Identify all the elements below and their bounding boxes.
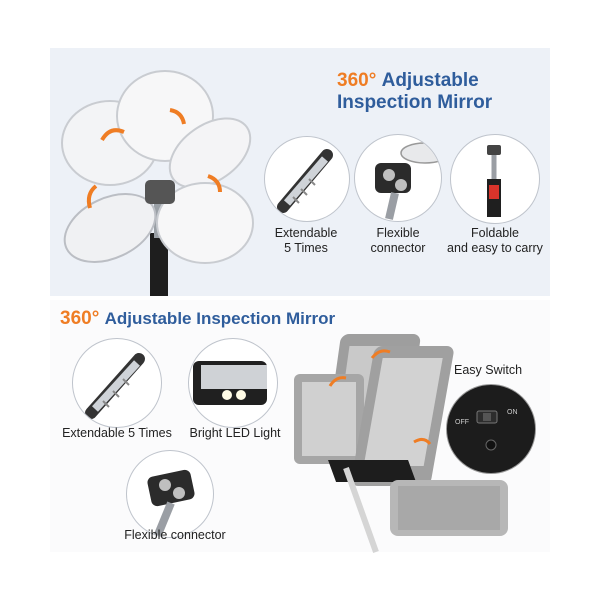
connector-icon: [375, 142, 441, 220]
folded-rod-icon: [487, 145, 501, 217]
top-title-accent: 360°: [337, 70, 377, 91]
telescoping-rod-icon: [277, 149, 333, 213]
switch-caption: Easy Switch: [454, 363, 523, 377]
bottom-title-accent: 360°: [60, 308, 100, 329]
led-light-icon: [193, 361, 267, 405]
telescoping-rod-icon: [85, 353, 145, 419]
power-switch-icon: [476, 410, 498, 451]
feature-circle-foldable: [450, 134, 540, 224]
feature-circle-extendable: [264, 136, 350, 222]
top-title-line2: Inspection Mirror: [337, 92, 493, 113]
rotating-mirrors-illustration: [61, 70, 254, 296]
bottom-caption-connector: Flexible connector: [124, 528, 226, 542]
connector-icon: [147, 469, 195, 537]
top-caption-extendable: Extendable 5 Times: [274, 226, 338, 255]
top-caption-connector: Flexible connector: [370, 226, 426, 255]
top-caption-foldable: Foldable and easy to carry: [447, 226, 543, 255]
bottom-caption-extendable: Extendable 5 Times: [62, 426, 172, 440]
feature-circle-led: [188, 338, 278, 428]
switch-on-label: ON: [507, 409, 518, 416]
bottom-title: 360° Adjustable Inspection Mirror: [60, 308, 335, 330]
bottom-title-rest: Adjustable Inspection Mirror: [104, 309, 336, 328]
switch-off-label: OFF: [455, 419, 469, 426]
top-title: 360° Adjustable Inspection Mirror: [337, 70, 492, 114]
feature-circle-connector: [354, 134, 442, 222]
folding-mirror-illustration: [294, 334, 508, 554]
bottom-caption-led: Bright LED Light: [189, 426, 281, 440]
top-title-line1: Adjustable: [381, 70, 479, 91]
switch-callout-circle: OFF ON: [446, 384, 536, 474]
feature-circle-extendable-2: [72, 338, 162, 428]
feature-circle-connector-2: [126, 450, 214, 538]
bottom-product-panel: 360° Adjustable Inspection Mirror Extend…: [50, 300, 550, 554]
top-product-panel: 360° Adjustable Inspection Mirror Extend…: [50, 48, 550, 296]
